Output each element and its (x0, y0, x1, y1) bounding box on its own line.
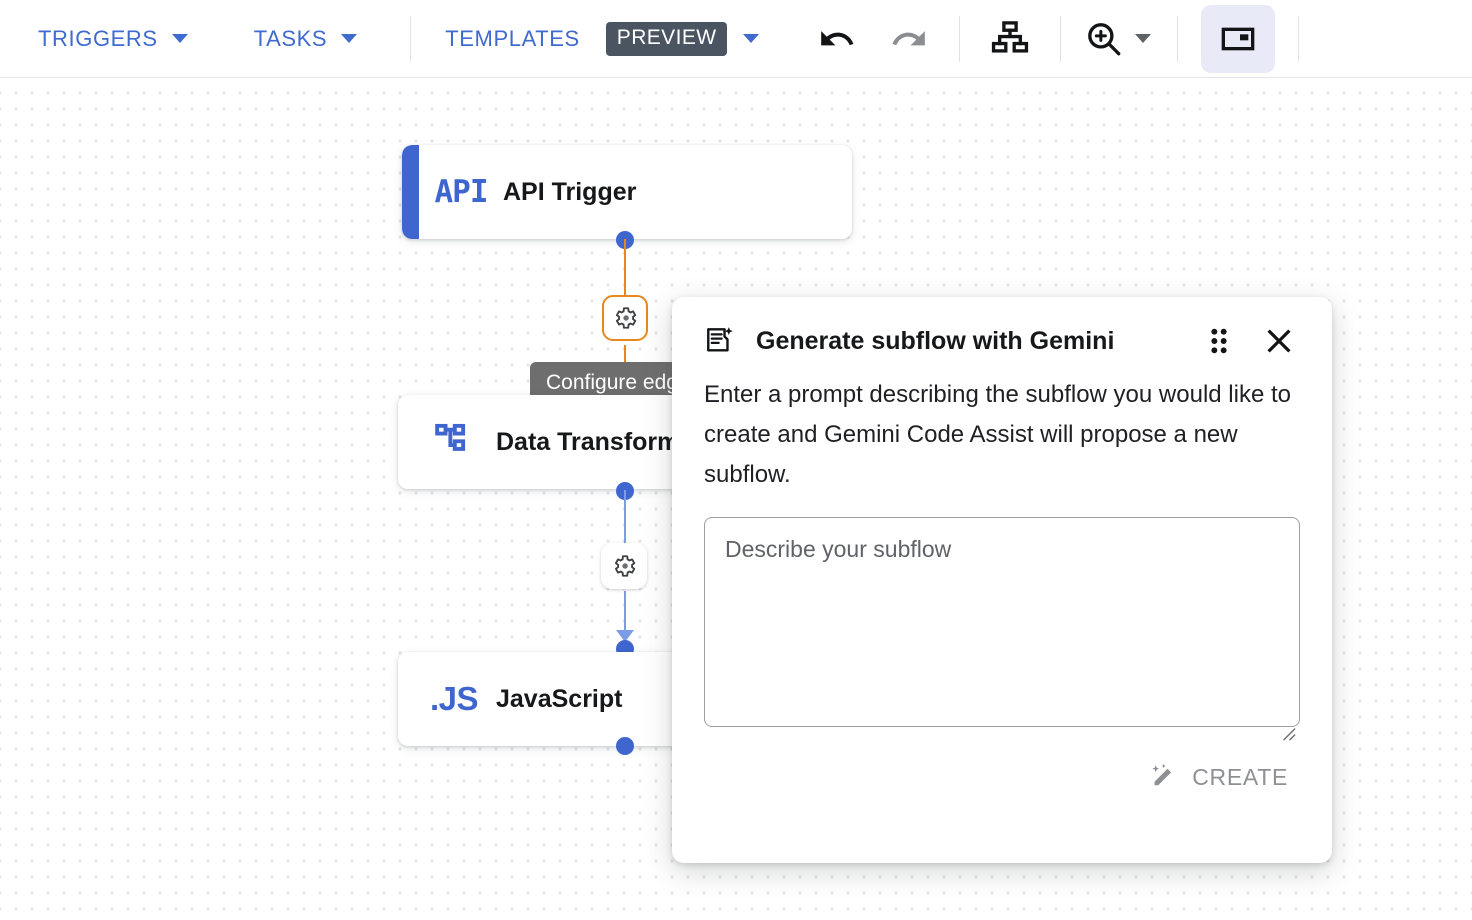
js-icon: .JS (429, 680, 479, 717)
redo-icon (893, 30, 926, 45)
drag-handle-icon (1211, 328, 1227, 354)
toolbar-divider (410, 15, 412, 62)
preview-badge: PREVIEW (605, 21, 728, 56)
edge-1-line[interactable] (624, 239, 626, 297)
chevron-down-icon (1135, 34, 1152, 43)
toolbar-divider (1060, 15, 1062, 62)
generate-subflow-dialog: Generate subflow with Gemini Enter a pro… (672, 297, 1332, 863)
minimap-toggle-icon (1222, 27, 1255, 50)
schema-icon (435, 423, 466, 451)
menu-tasks-label: TASKS (253, 25, 328, 51)
schema-icon (412, 420, 496, 464)
menu-triggers-label: TRIGGERS (38, 25, 158, 51)
auto-layout-icon (992, 20, 1029, 53)
dialog-description: Enter a prompt describing the subflow yo… (704, 381, 1291, 488)
redo-button[interactable] (881, 11, 937, 67)
dialog-actions: CREATE (704, 754, 1300, 800)
dialog-close-button[interactable] (1258, 320, 1300, 362)
node-port-out[interactable] (616, 737, 634, 755)
zoom-in-icon (1088, 22, 1121, 55)
chevron-down-icon (341, 34, 358, 43)
auto-layout-button[interactable] (982, 11, 1038, 67)
top-toolbar: TRIGGERS TASKS TEMPLATES PREVIEW (0, 0, 1472, 78)
chevron-down-icon (743, 34, 760, 43)
create-button-label: CREATE (1192, 763, 1288, 790)
menu-templates[interactable]: TEMPLATES PREVIEW (445, 0, 760, 77)
document-sparkle-icon (707, 327, 733, 352)
create-button[interactable]: CREATE (1136, 754, 1300, 800)
toolbar-divider (1177, 15, 1179, 62)
dialog-title: Generate subflow with Gemini (756, 326, 1115, 355)
toolbar-divider (1298, 15, 1300, 62)
edge-2-line[interactable] (624, 591, 626, 641)
toolbar-divider (959, 15, 961, 62)
node-api-trigger[interactable]: API API Trigger (402, 145, 852, 239)
edge-2-configure-button[interactable] (601, 543, 647, 589)
gear-icon (615, 307, 637, 329)
undo-icon (821, 30, 854, 45)
dialog-drag-handle[interactable] (1198, 320, 1240, 362)
edge-2-arrowhead (616, 630, 634, 642)
menu-tasks[interactable]: TASKS (254, 0, 358, 77)
edge-1-configure-button[interactable] (602, 295, 648, 341)
magic-wand-icon (1152, 763, 1172, 786)
minimap-toggle-button[interactable] (1201, 4, 1276, 73)
node-title: JavaScript (496, 684, 623, 713)
node-accent-bar (402, 145, 419, 239)
resize-grip-icon[interactable] (1280, 725, 1296, 741)
chevron-down-icon (171, 34, 188, 43)
subflow-prompt-input[interactable] (704, 517, 1300, 727)
node-title: API Trigger (503, 177, 637, 206)
gear-icon (614, 555, 636, 577)
zoom-control[interactable] (1083, 0, 1152, 77)
menu-triggers[interactable]: TRIGGERS (38, 0, 188, 77)
edge-2-line[interactable] (624, 490, 626, 543)
dialog-header: Generate subflow with Gemini (704, 297, 1300, 369)
undo-button[interactable] (809, 11, 865, 67)
api-icon: API (434, 174, 489, 210)
node-title: Data Transformer (496, 427, 704, 456)
menu-templates-label: TEMPLATES (445, 25, 580, 51)
close-icon (1267, 329, 1291, 353)
